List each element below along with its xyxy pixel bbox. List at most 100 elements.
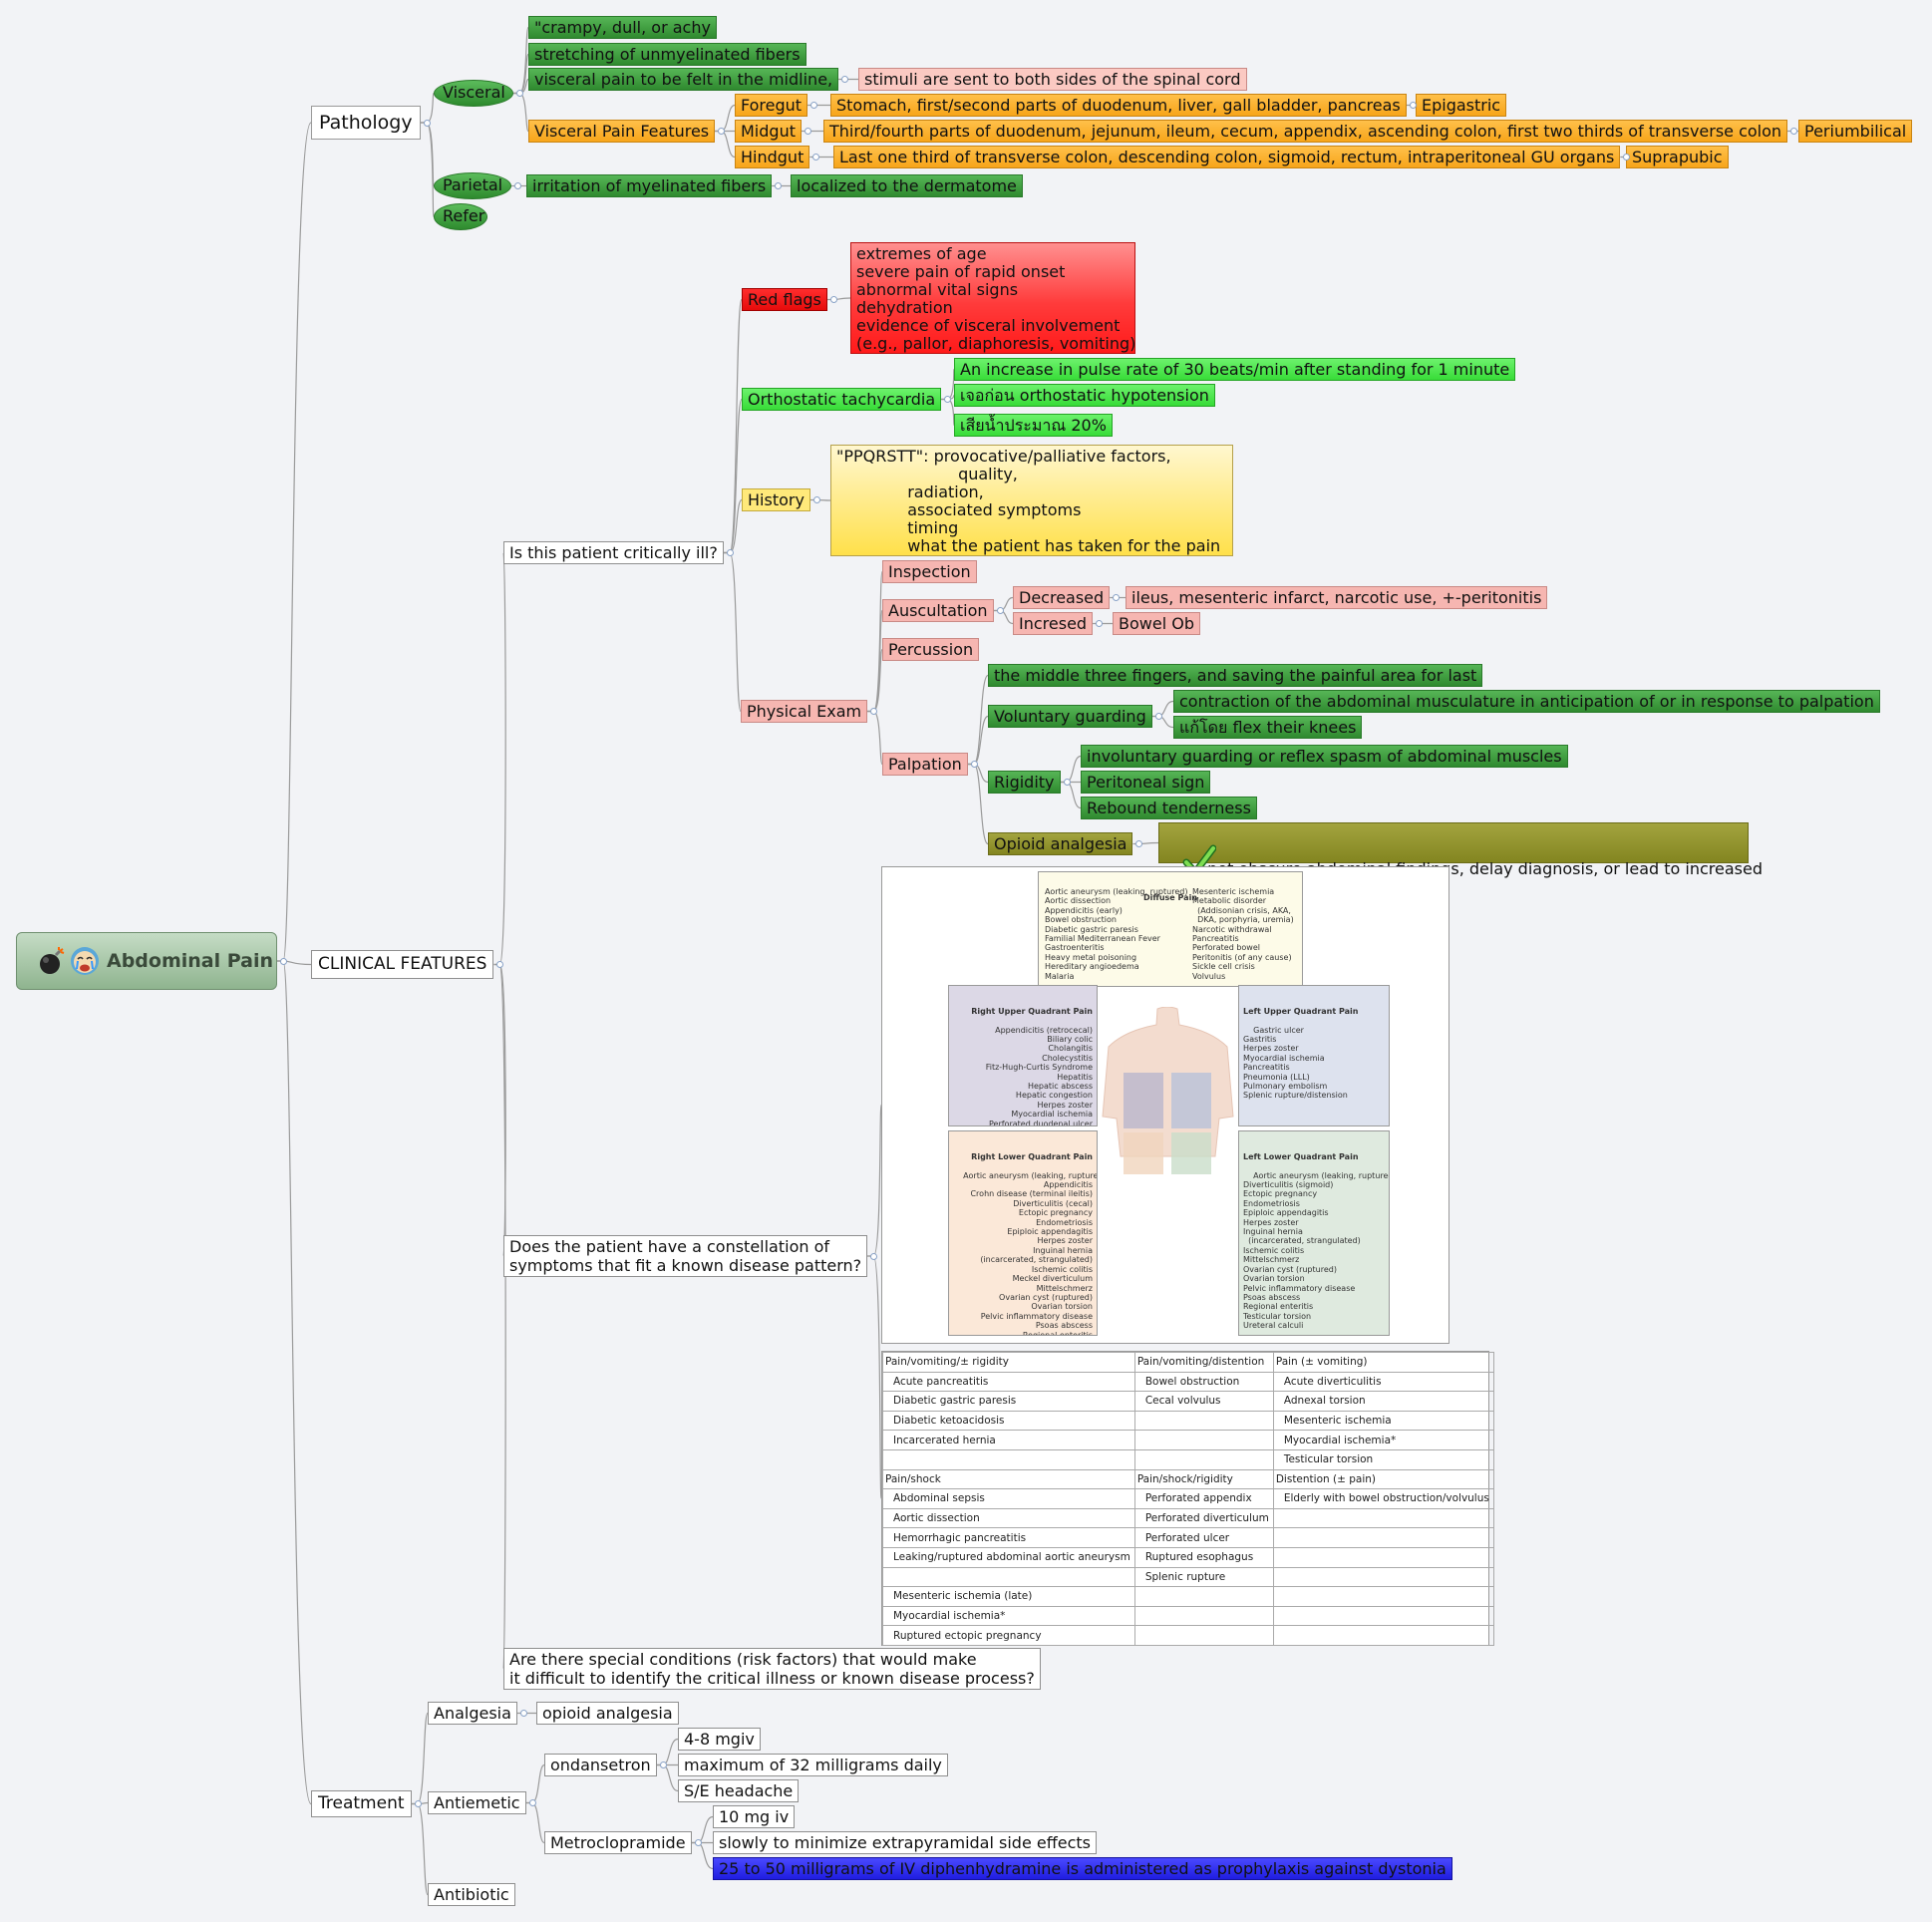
collapse-toggle-icon[interactable]: [775, 182, 783, 189]
ondansetron-node[interactable]: ondansetron: [544, 1754, 657, 1776]
collapse-toggle-icon[interactable]: [1113, 594, 1121, 601]
collapse-toggle-icon[interactable]: [841, 76, 849, 83]
visceral-item-crampy[interactable]: "crampy, dull, or achy: [528, 16, 717, 39]
collapse-toggle-icon[interactable]: [528, 1799, 536, 1806]
collapse-toggle-icon[interactable]: [414, 1800, 422, 1807]
opioid-analgesia-node[interactable]: Opioid analgesia: [988, 832, 1133, 855]
antiemetic-node[interactable]: Antiemetic: [428, 1791, 526, 1814]
connector-line: [656, 1738, 679, 1766]
collapse-toggle-icon[interactable]: [829, 296, 837, 303]
analgesia-item[interactable]: opioid analgesia: [536, 1702, 679, 1725]
percussion-node[interactable]: Percussion: [882, 638, 980, 661]
foregut-node[interactable]: Foregut: [735, 94, 808, 117]
collapse-toggle-icon[interactable]: [812, 496, 820, 503]
collapse-toggle-icon[interactable]: [944, 396, 952, 403]
metoclopramide-rate[interactable]: slowly to minimize extrapyramidal side e…: [713, 1831, 1097, 1854]
collapse-toggle-icon[interactable]: [996, 607, 1004, 614]
visceral-item-stretching[interactable]: stretching of unmyelinated fibers: [528, 43, 806, 66]
collapse-toggle-icon[interactable]: [870, 1252, 878, 1260]
collapse-toggle-icon[interactable]: [718, 128, 726, 135]
voluntary-item-contraction[interactable]: contraction of the abdominal musculature…: [1173, 690, 1880, 713]
midgut-node[interactable]: Midgut: [735, 120, 802, 143]
root-node[interactable]: Abdominal Pain: [16, 932, 277, 990]
collapse-toggle-icon[interactable]: [812, 154, 820, 160]
analgesia-node[interactable]: Analgesia: [428, 1702, 517, 1725]
refer-node[interactable]: Refer: [434, 203, 487, 230]
collapse-toggle-icon[interactable]: [1135, 840, 1143, 847]
luq-title: Left Upper Quadrant Pain: [1243, 1006, 1359, 1016]
history-node[interactable]: History: [742, 488, 810, 511]
ondansetron-max[interactable]: maximum of 32 milligrams daily: [678, 1754, 948, 1776]
rigidity-item-peritoneal[interactable]: Peritoneal sign: [1081, 771, 1211, 794]
collapse-toggle-icon[interactable]: [1063, 779, 1071, 786]
voluntary-item-flex-knees[interactable]: แก้โดย flex their knees: [1173, 716, 1363, 739]
collapse-toggle-icon[interactable]: [1623, 154, 1631, 160]
collapse-toggle-icon[interactable]: [1790, 128, 1798, 135]
orthostatic-item-fluid-loss[interactable]: เสียน้ำประมาณ 20%: [954, 414, 1113, 437]
opioid-note[interactable]: not obscure abdominal findings, delay di…: [1158, 822, 1763, 896]
increased-node[interactable]: Incresed: [1013, 612, 1094, 635]
collapse-toggle-icon[interactable]: [726, 549, 734, 556]
ruq-pain-box: Right Upper Quadrant Pain Appendicitis (…: [948, 985, 1098, 1126]
hindgut-organs[interactable]: Last one third of transverse colon, desc…: [833, 146, 1621, 168]
pathology-node[interactable]: Pathology: [311, 106, 421, 140]
collapse-toggle-icon[interactable]: [804, 128, 811, 135]
epigastric-region[interactable]: Epigastric: [1416, 94, 1507, 117]
collapse-toggle-icon[interactable]: [659, 1762, 667, 1768]
collapse-toggle-icon[interactable]: [423, 119, 431, 127]
diphenhydramine-note[interactable]: 25 to 50 milligrams of IV diphenhydramin…: [713, 1857, 1452, 1880]
collapse-toggle-icon[interactable]: [870, 708, 878, 715]
risk-factors-question[interactable]: Are there special conditions (risk facto…: [503, 1648, 1041, 1690]
red-flags-list[interactable]: extremes of age severe pain of rapid ons…: [850, 242, 1135, 354]
collapse-toggle-icon[interactable]: [280, 957, 287, 965]
collapse-toggle-icon[interactable]: [1096, 620, 1104, 627]
decreased-note[interactable]: ileus, mesenteric infarct, narcotic use,…: [1126, 586, 1548, 609]
red-flags-node[interactable]: Red flags: [742, 288, 827, 311]
midgut-organs[interactable]: Third/fourth parts of duodenum, jejunum,…: [823, 120, 1788, 143]
metoclopramide-dose[interactable]: 10 mg iv: [713, 1805, 796, 1828]
decreased-node[interactable]: Decreased: [1013, 586, 1111, 609]
parietal-item[interactable]: irritation of myelinated fibers: [526, 174, 773, 197]
rigidity-item-involuntary[interactable]: involuntary guarding or reflex spasm of …: [1081, 745, 1568, 768]
critically-ill-question[interactable]: Is this patient critically ill?: [503, 541, 724, 564]
increased-note[interactable]: Bowel Ob: [1113, 612, 1200, 635]
ondansetron-dose[interactable]: 4-8 mgiv: [678, 1728, 761, 1751]
physical-exam-node[interactable]: Physical Exam: [741, 700, 868, 723]
orthostatic-item-pulse[interactable]: An increase in pulse rate of 30 beats/mi…: [954, 358, 1516, 381]
periumbilical-region[interactable]: Periumbilical: [1798, 120, 1913, 143]
disease-pattern-question[interactable]: Does the patient have a constellation of…: [503, 1235, 868, 1277]
collapse-toggle-icon[interactable]: [1409, 102, 1417, 109]
collapse-toggle-icon[interactable]: [519, 1710, 527, 1717]
suprapubic-region[interactable]: Suprapubic: [1626, 146, 1729, 168]
collapse-toggle-icon[interactable]: [1154, 713, 1162, 720]
ppqrstt-list[interactable]: "PPQRSTT": provocative/palliative factor…: [830, 445, 1233, 556]
collapse-toggle-icon[interactable]: [810, 102, 818, 109]
foregut-organs[interactable]: Stomach, first/second parts of duodenum,…: [830, 94, 1407, 117]
palpation-node[interactable]: Palpation: [882, 753, 968, 776]
palpation-technique[interactable]: the middle three fingers, and saving the…: [988, 664, 1483, 687]
collapse-toggle-icon[interactable]: [970, 761, 978, 768]
parietal-node[interactable]: Parietal: [434, 172, 511, 199]
visceral-pain-features-node[interactable]: Visceral Pain Features: [528, 120, 716, 143]
clinical-features-node[interactable]: CLINICAL FEATURES: [311, 950, 494, 979]
collapse-toggle-icon[interactable]: [496, 961, 504, 968]
ondansetron-side-effect[interactable]: S/E headache: [678, 1779, 800, 1802]
metoclopramide-node[interactable]: Metroclopramide: [544, 1831, 692, 1854]
antibiotic-node[interactable]: Antibiotic: [428, 1883, 515, 1906]
collapse-toggle-icon[interactable]: [694, 1839, 702, 1846]
visceral-item-midline[interactable]: visceral pain to be felt in the midline,: [528, 68, 839, 91]
dermatome-note[interactable]: localized to the dermatome: [791, 174, 1023, 197]
midline-note[interactable]: stimuli are sent to both sides of the sp…: [858, 68, 1247, 91]
inspection-node[interactable]: Inspection: [882, 560, 977, 583]
orthostatic-item-hypotension[interactable]: เจอก่อน orthostatic hypotension: [954, 384, 1215, 407]
collapse-toggle-icon[interactable]: [516, 90, 523, 97]
hindgut-node[interactable]: Hindgut: [735, 146, 810, 168]
voluntary-guarding-node[interactable]: Voluntary guarding: [988, 705, 1152, 728]
auscultation-node[interactable]: Auscultation: [882, 599, 994, 622]
rigidity-node[interactable]: Rigidity: [988, 771, 1061, 794]
visceral-node[interactable]: Visceral: [434, 80, 513, 107]
rigidity-item-rebound[interactable]: Rebound tenderness: [1081, 797, 1257, 819]
orthostatic-tachycardia-node[interactable]: Orthostatic tachycardia: [742, 388, 942, 411]
treatment-node[interactable]: Treatment: [311, 1790, 412, 1817]
collapse-toggle-icon[interactable]: [514, 182, 521, 189]
